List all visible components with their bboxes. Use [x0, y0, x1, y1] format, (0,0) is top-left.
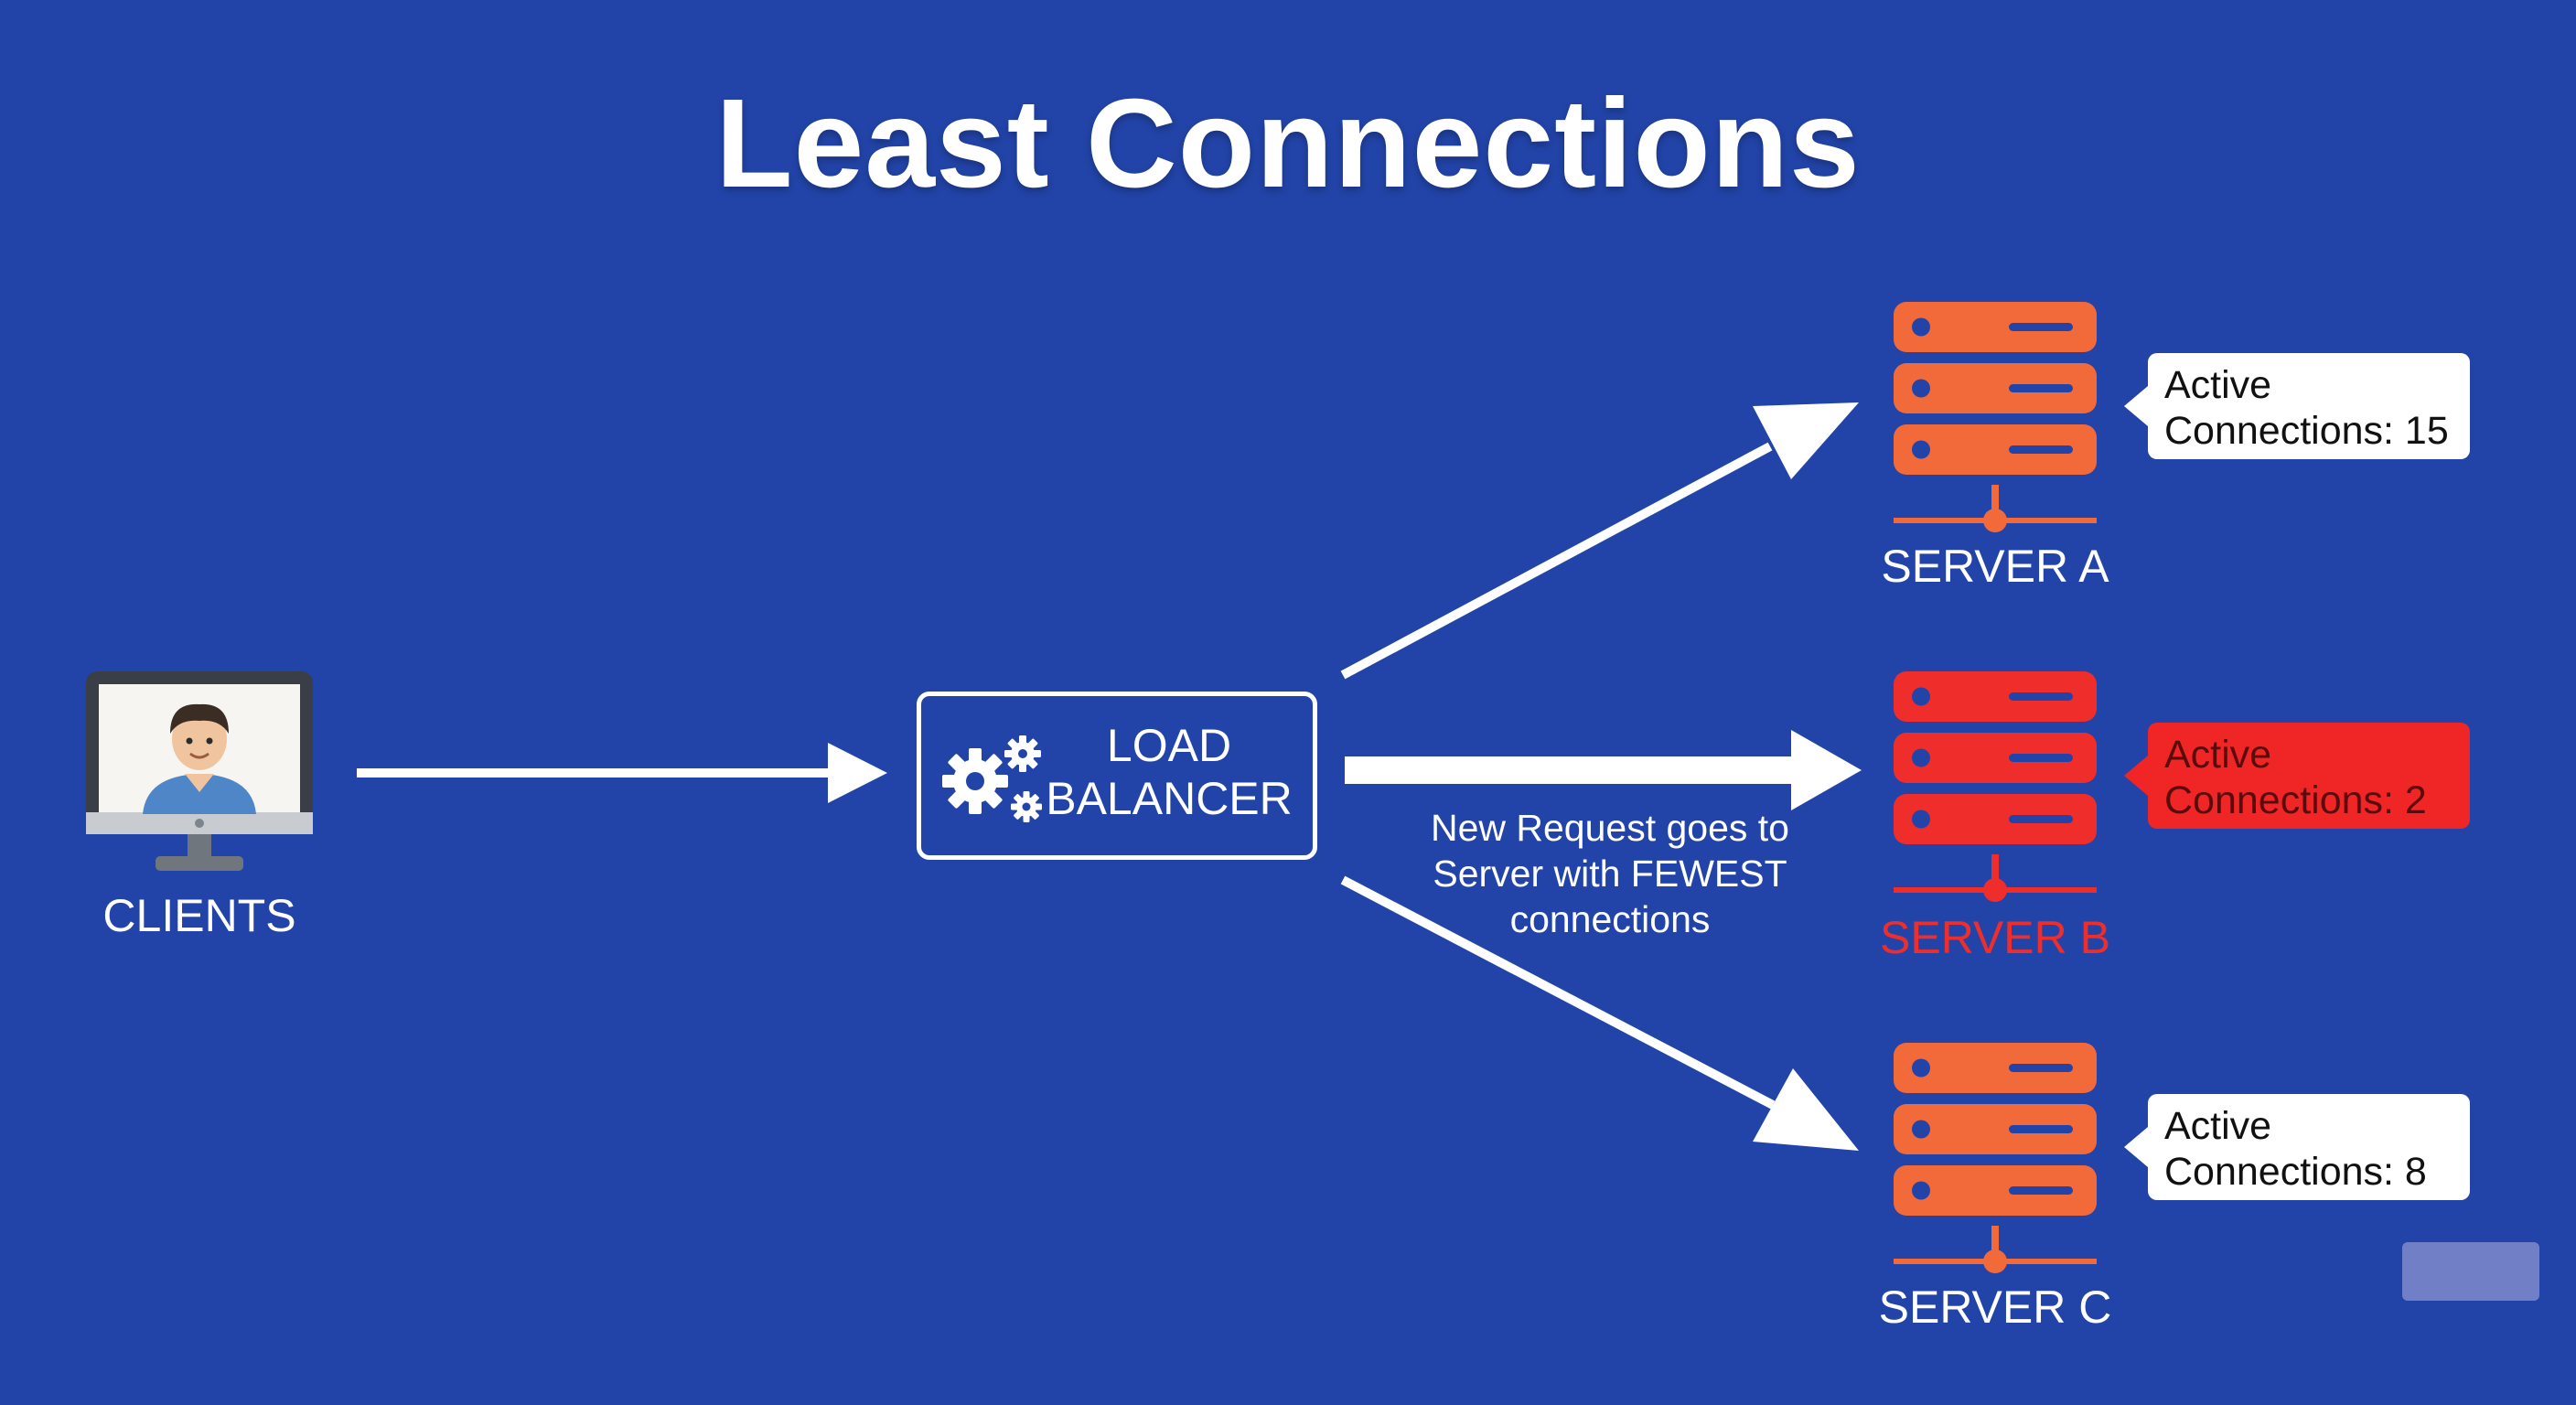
server-led: [1912, 379, 1930, 398]
server-led: [1912, 317, 1930, 337]
server-unit: [1894, 424, 2097, 475]
server-slot: [2009, 754, 2073, 762]
server-c-label: SERVER C: [1878, 1282, 2112, 1333]
server-a-connections-callout: Active Connections: 15: [2124, 353, 2470, 459]
server-c-callout-line2: Connections: 8: [2164, 1150, 2427, 1194]
server-slot: [2009, 323, 2073, 331]
server-unit: [1894, 794, 2097, 844]
server-led: [1912, 687, 1930, 706]
routing-note-line3: connections: [1509, 898, 1711, 940]
server-unit: [1894, 1165, 2097, 1216]
server-led: [1912, 748, 1930, 767]
load-balancer-label-line2: BALANCER: [1046, 773, 1293, 824]
server-c-callout-line1: Active: [2164, 1104, 2272, 1148]
page-title: Least Connections: [715, 73, 1861, 214]
server-unit: [1894, 733, 2097, 783]
server-node: [1983, 1249, 2007, 1273]
server-stem: [1991, 485, 1999, 523]
server-a-callout-line2: Connections: 15: [2164, 409, 2449, 453]
load-balancer-label: LOAD BALANCER: [1032, 719, 1306, 825]
routing-note-line1: New Request goes to: [1430, 807, 1789, 849]
server-stem: [1991, 854, 1999, 893]
server-b-label: SERVER B: [1880, 912, 2110, 963]
server-unit: [1894, 1104, 2097, 1154]
server-slot: [2009, 1064, 2073, 1072]
server-unit: [1894, 302, 2097, 352]
routing-note: New Request goes to Server with FEWEST c…: [1390, 805, 1830, 942]
arrow-lb-to-server-a-head: [1753, 402, 1859, 479]
server-a-label: SERVER A: [1881, 541, 2109, 592]
server-stem: [1991, 1226, 1999, 1264]
server-b-callout-line1: Active: [2164, 733, 2272, 777]
server-slot: [2009, 1125, 2073, 1133]
clients-label: CLIENTS: [102, 890, 296, 941]
server-b-connections-callout: Active Connections: 2: [2124, 723, 2470, 829]
load-balancer-box: [917, 692, 1317, 860]
server-led: [1912, 1120, 1930, 1139]
server-rack-icon: [1894, 302, 2097, 532]
server-slot: [2009, 384, 2073, 392]
server-led: [1912, 440, 1930, 459]
server-node: [1983, 878, 2007, 902]
arrow-lb-to-server-c-head: [1753, 1068, 1859, 1151]
server-c-connections-callout: Active Connections: 8: [2124, 1094, 2470, 1200]
server-b-callout-line2: Connections: 2: [2164, 778, 2427, 822]
server-slot: [2009, 815, 2073, 823]
server-node: [1983, 509, 2007, 532]
arrow-client-to-lb-head: [828, 743, 887, 803]
server-unit: [1894, 671, 2097, 722]
server-slot: [2009, 1186, 2073, 1195]
server-led: [1912, 1058, 1930, 1078]
server-led: [1912, 1181, 1930, 1200]
arrow-lb-to-server-a: [1340, 442, 1773, 680]
arrow-lb-to-server-c: [1340, 875, 1776, 1110]
load-balancer-label-line1: LOAD: [1106, 720, 1232, 771]
server-unit: [1894, 363, 2097, 413]
server-a-callout-line1: Active: [2164, 363, 2272, 407]
monitor-person-icon: [86, 671, 313, 871]
routing-note-line2: Server with FEWEST: [1433, 853, 1787, 895]
server-rack-icon: [1894, 671, 2097, 902]
server-unit: [1894, 1043, 2097, 1093]
gears-icon: [942, 735, 1042, 822]
server-slot: [2009, 445, 2073, 454]
arrow-lb-to-server-b-head: [1791, 730, 1862, 810]
server-rack-icon: [1894, 1043, 2097, 1273]
server-slot: [2009, 692, 2073, 701]
watermark-patch: [2402, 1242, 2539, 1301]
server-led: [1912, 810, 1930, 829]
